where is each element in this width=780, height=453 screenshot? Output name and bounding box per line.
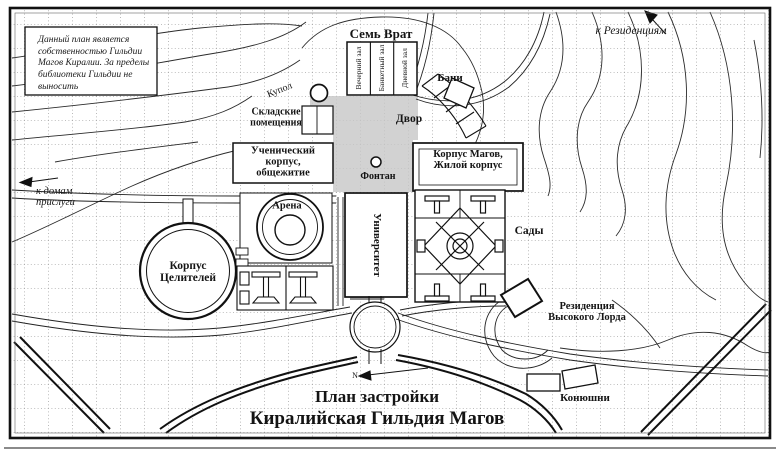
label-courtyard: Двор xyxy=(395,112,423,125)
label-north: N xyxy=(352,370,358,380)
label-university: Университет xyxy=(370,213,383,277)
label-fountain: Фонтан xyxy=(360,170,396,182)
healers-building xyxy=(138,198,249,321)
label-storage: Складские помещения xyxy=(250,106,302,128)
dormitory-building xyxy=(232,142,334,184)
note-line: собственностью Гильдии xyxy=(38,46,143,57)
label-healers: Корпус Целителей xyxy=(159,259,217,284)
note-line: Магов Киралии. xyxy=(38,58,103,69)
label-gardens: Сады xyxy=(514,224,544,237)
storage-building xyxy=(301,105,334,135)
note-box xyxy=(24,26,158,96)
arrow-to-servants xyxy=(18,176,59,188)
label-evening-hall: Вечерний зал xyxy=(354,46,364,90)
university-building xyxy=(344,192,408,298)
residence-building xyxy=(499,277,544,319)
baths-building xyxy=(421,73,487,139)
label-arena: Арена xyxy=(272,200,302,212)
label-stables: Конюшни xyxy=(560,392,610,405)
roads-thin xyxy=(11,11,769,377)
note-line: Гильдии не выносить xyxy=(38,70,133,92)
north-arrow xyxy=(357,367,429,381)
fountain xyxy=(370,156,382,168)
note-line: За пределы библиотеки xyxy=(38,58,150,81)
buildings xyxy=(24,26,599,392)
map-title-line2: Киралийская Гильдия Магов xyxy=(249,408,505,430)
label-banquet-hall: Банкетный зал xyxy=(377,44,387,92)
label-seven-gates: Семь Врат xyxy=(349,26,413,42)
parterre-garden xyxy=(236,265,334,311)
map-frame xyxy=(4,6,776,449)
dome-building xyxy=(309,83,329,103)
arena-building xyxy=(239,192,333,264)
ownership-note: Данный план является собственностью Гиль… xyxy=(38,35,153,93)
stables-buildings xyxy=(526,364,599,392)
label-to-residences: к Резиденциям xyxy=(595,24,667,37)
label-baths: Бани xyxy=(437,72,463,85)
map-title-line1: План застройки xyxy=(314,387,440,407)
label-magicians-quarters: Корпус Магов, Жилой корпус xyxy=(433,148,503,171)
roads-thick xyxy=(13,303,772,436)
label-to-servants: к домам прислуги xyxy=(36,186,75,209)
entrance-roundabout xyxy=(349,296,401,364)
halls-building xyxy=(346,41,418,96)
label-residence: Резиденция Высокого Лорда xyxy=(548,300,626,323)
note-line: Данный план является xyxy=(38,35,130,45)
terrain-contours xyxy=(11,11,771,354)
label-dormitory: Ученический корпус, общежитие xyxy=(251,145,315,179)
formal-gardens xyxy=(414,189,506,303)
label-day-hall: Дневной зал xyxy=(400,48,410,88)
